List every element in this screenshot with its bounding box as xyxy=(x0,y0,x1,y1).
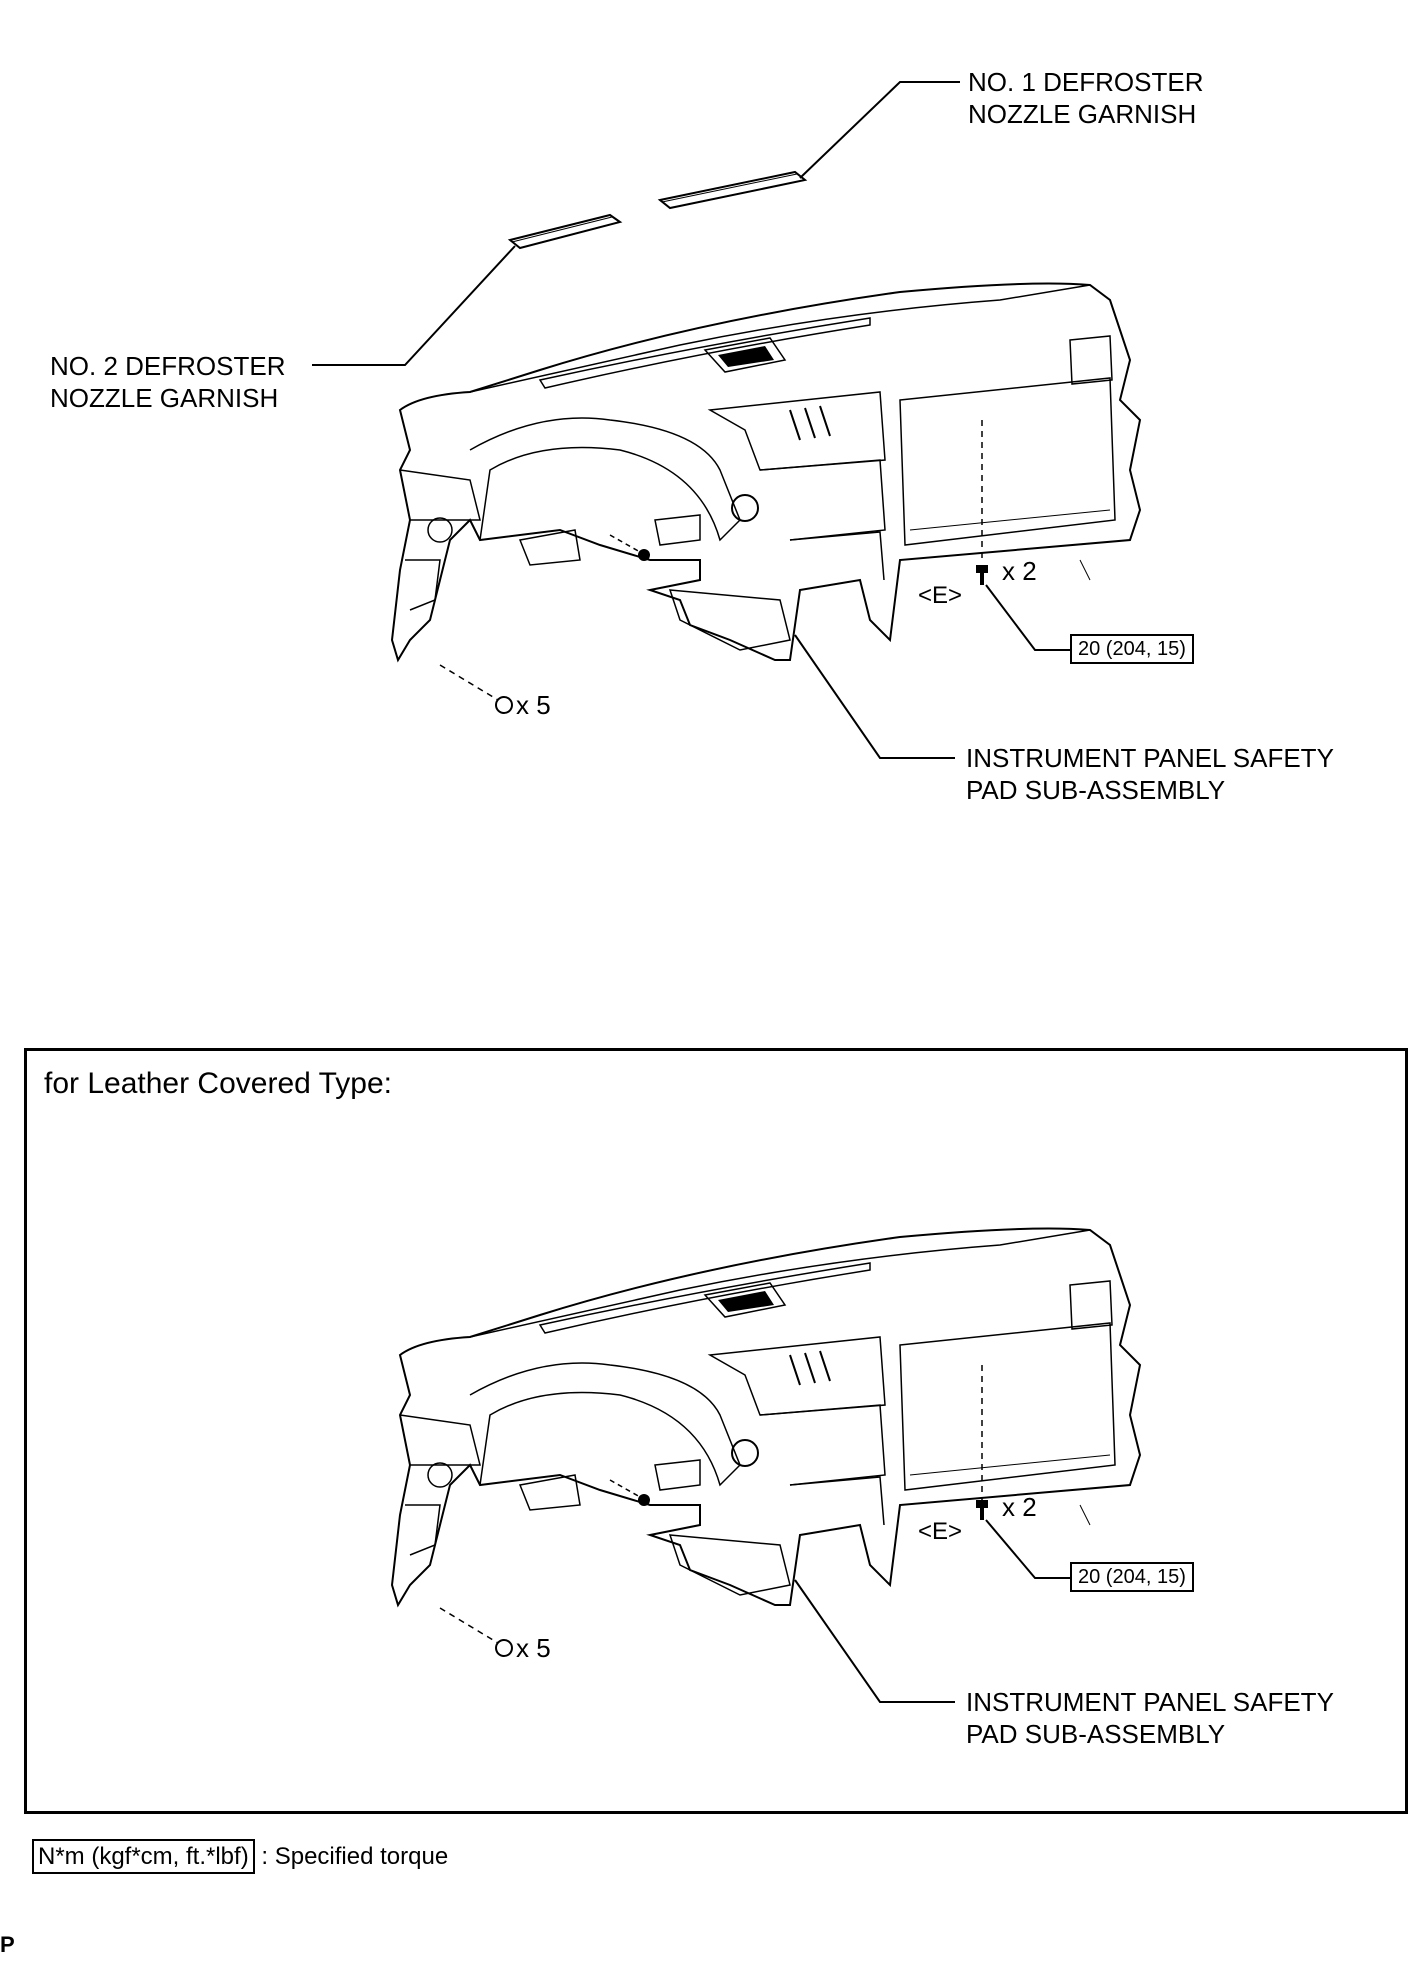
e-label: <E> xyxy=(918,582,963,609)
torque-legend: N*m (kgf*cm, ft.*lbf) : Specified torque xyxy=(32,1839,449,1874)
no1-garnish-label-line1: NO. 1 DEFROSTER xyxy=(968,67,1204,97)
no1-garnish-label: NO. 1 DEFROSTER NOZZLE GARNISH xyxy=(968,66,1203,130)
leather-safety-pad-label: INSTRUMENT PANEL SAFETY PAD SUB-ASSEMBLY xyxy=(966,1686,1334,1750)
safety-pad-label: INSTRUMENT PANEL SAFETY PAD SUB-ASSEMBLY xyxy=(966,742,1334,806)
leather-bolt-left-qty: x 5 xyxy=(516,1633,551,1663)
leather-torque-spec-box: 20 (204, 15) xyxy=(1070,1562,1194,1592)
no2-garnish-label-line1: NO. 2 DEFROSTER xyxy=(50,351,286,381)
leather-safety-pad-label-line1: INSTRUMENT PANEL SAFETY xyxy=(966,1687,1334,1717)
no1-garnish-label-line2: NOZZLE GARNISH xyxy=(968,99,1197,129)
no2-garnish-part xyxy=(507,213,623,250)
leather-e-label: <E> xyxy=(918,1518,963,1545)
legend-unit-box: N*m (kgf*cm, ft.*lbf) xyxy=(32,1839,255,1874)
safety-pad-label-line1: INSTRUMENT PANEL SAFETY xyxy=(966,743,1334,773)
no2-garnish-label: NO. 2 DEFROSTER NOZZLE GARNISH xyxy=(50,350,285,414)
corner-mark: P xyxy=(0,1932,15,1957)
leather-type-title: for Leather Covered Type: xyxy=(44,1067,392,1100)
no1-garnish-part xyxy=(657,170,808,210)
safety-pad-label-line2: PAD SUB-ASSEMBLY xyxy=(966,775,1226,805)
bolt-left-qty: x 5 xyxy=(516,690,551,720)
no2-garnish-label-line2: NOZZLE GARNISH xyxy=(50,383,279,413)
leather-type-frame xyxy=(24,1048,1408,1814)
leather-bolt-e-qty: x 2 xyxy=(1002,1492,1037,1522)
bolt-e-qty: x 2 xyxy=(1002,556,1037,586)
leather-safety-pad-label-line2: PAD SUB-ASSEMBLY xyxy=(966,1719,1226,1749)
torque-spec-box: 20 (204, 15) xyxy=(1070,634,1194,664)
legend-text: : Specified torque xyxy=(261,1843,449,1870)
